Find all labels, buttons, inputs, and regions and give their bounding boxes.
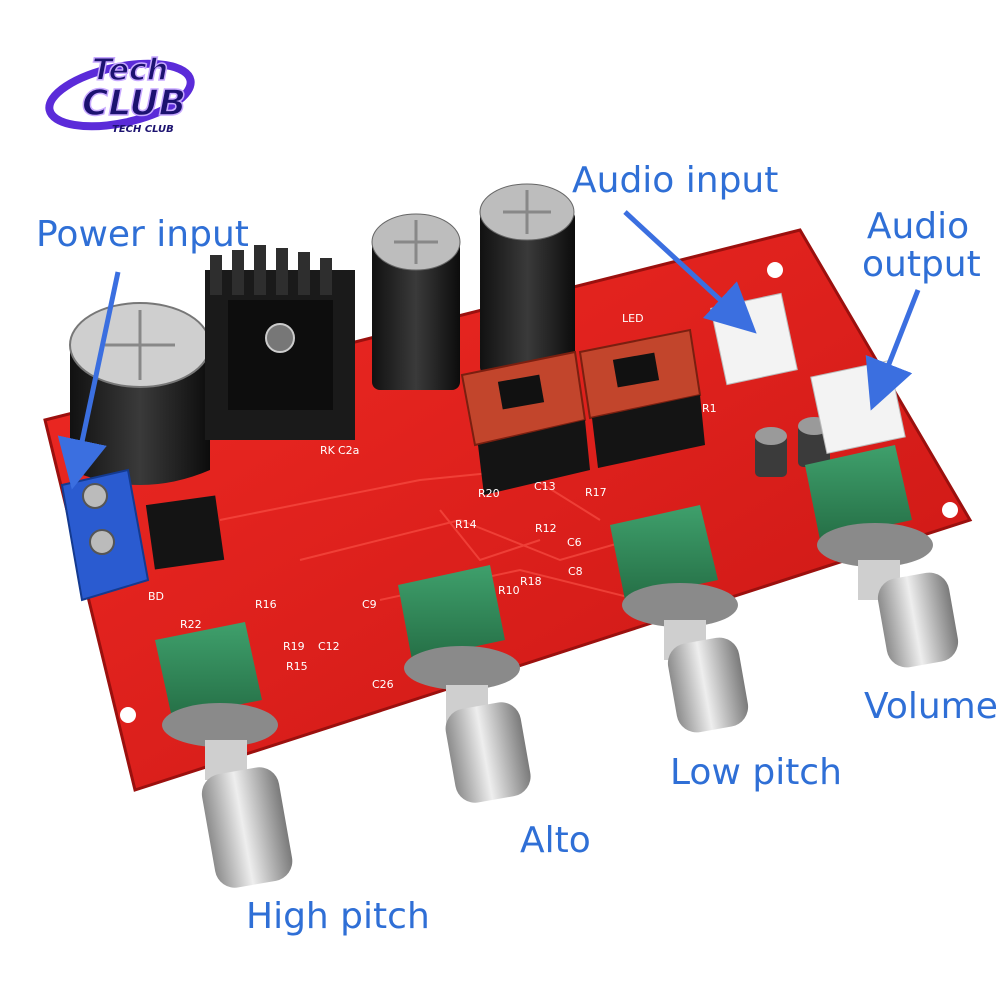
silk-rk: RK xyxy=(320,444,336,457)
electrolytic-capacitor xyxy=(371,213,461,390)
silk-r18: R18 xyxy=(520,575,542,588)
arrow-audio-output xyxy=(865,289,921,411)
bridge-rectifier xyxy=(145,495,225,570)
heatsink-regulator xyxy=(205,245,355,440)
silk-bd: BD xyxy=(148,590,164,603)
arrow-power-input xyxy=(57,271,121,490)
power-terminal-block xyxy=(60,468,150,602)
mounting-hole xyxy=(767,262,783,278)
low-pitch-label: Low pitch xyxy=(670,752,842,793)
silk-r20: R20 xyxy=(478,487,500,500)
volume-potentiometer xyxy=(805,445,959,668)
silk-c13: C13 xyxy=(534,480,556,493)
volume-label: Volume xyxy=(864,686,998,727)
power-input-label: Power input xyxy=(36,214,249,255)
tech-club-logo: Tech CLUB TECH CLUB xyxy=(40,40,200,150)
silk-r14: R14 xyxy=(455,518,477,531)
silk-r15: R15 xyxy=(286,660,308,673)
silk-c6: C6 xyxy=(567,536,582,549)
electrolytic-capacitor xyxy=(479,183,575,375)
logo-text-main: CLUB xyxy=(82,83,186,124)
high-pitch-potentiometer xyxy=(155,622,293,888)
audio-input-connector xyxy=(710,292,798,386)
silk-c8: C8 xyxy=(568,565,583,578)
small-capacitor xyxy=(755,427,787,477)
opamp-module xyxy=(460,350,590,495)
silk-r12: R12 xyxy=(535,522,557,535)
silk-r22: R22 xyxy=(180,618,202,631)
silk-c26: C26 xyxy=(372,678,394,691)
silk-r17: R17 xyxy=(585,486,607,499)
silk-c2a: C2a xyxy=(338,444,359,457)
alto-potentiometer xyxy=(398,565,531,803)
silkscreen: R22 R16 R19 R15 R20 R17 R14 R12 R18 R10 … xyxy=(148,312,717,691)
silk-led: LED xyxy=(622,312,644,325)
silk-r16: R16 xyxy=(255,598,277,611)
logo-text-top: Tech xyxy=(92,53,168,88)
silk-r10: R10 xyxy=(498,584,520,597)
audio-output-label-line2: output xyxy=(862,244,981,285)
alto-label: Alto xyxy=(520,820,591,861)
silk-r1: R1 xyxy=(702,402,717,415)
audio-output-label-line1: Audio xyxy=(866,206,970,247)
mounting-hole xyxy=(120,707,136,723)
opamp-module xyxy=(578,328,705,468)
audio-output-connector xyxy=(810,359,906,455)
audio-output-label: Audio output xyxy=(862,206,981,285)
logo-text-sub: TECH CLUB xyxy=(112,124,174,135)
arrow-audio-input xyxy=(623,210,757,334)
silk-c12: C12 xyxy=(318,640,340,653)
high-pitch-label: High pitch xyxy=(246,896,430,937)
low-pitch-potentiometer xyxy=(610,505,749,733)
silk-c9: C9 xyxy=(362,598,377,611)
mounting-hole xyxy=(942,502,958,518)
audio-input-label: Audio input xyxy=(572,160,779,201)
annotation-arrows xyxy=(57,210,921,490)
silk-r19: R19 xyxy=(283,640,305,653)
